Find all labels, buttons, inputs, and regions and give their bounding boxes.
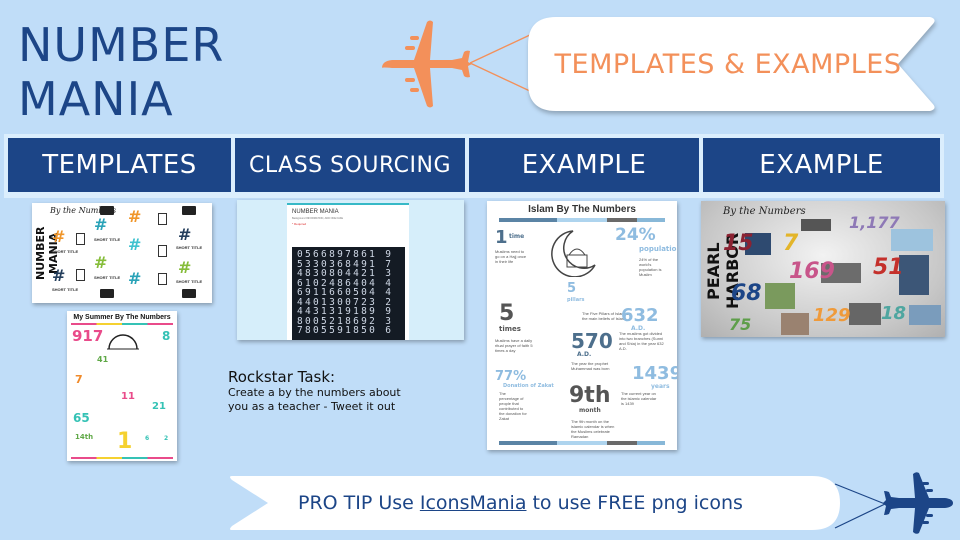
pearl-harbor-thumbnail[interactable]: PEARL HARBOR By the Numbers 15 7 1,177 1…: [701, 201, 945, 337]
templates-examples-banner: TEMPLATES & EXAMPLES: [528, 17, 943, 111]
form-title: NUMBER MANIA: [292, 209, 339, 215]
pearl-script-title: By the Numbers: [723, 206, 806, 217]
tow-line: [834, 483, 886, 529]
islam-by-the-numbers-thumbnail[interactable]: Islam By The Numbers 1 time Muslims need…: [487, 201, 677, 450]
pro-tip-banner: PRO TIP Use IconsMania to use FREE png i…: [228, 474, 840, 532]
islam-title: Islam By The Numbers: [528, 204, 636, 215]
header-class-sourcing: CLASS SOURCING: [235, 138, 466, 192]
form-required: * Required: [292, 222, 307, 226]
column-header-row: TEMPLATES CLASS SOURCING EXAMPLE EXAMPLE: [4, 134, 944, 198]
number-mania-template-thumbnail[interactable]: NUMBER MANIA By the Numbers # # # # # # …: [32, 203, 212, 303]
iconsmania-link[interactable]: IconsMania: [419, 492, 527, 514]
header-example-2: EXAMPLE: [703, 138, 940, 192]
pearl-vertical-title: PEARL HARBOR: [704, 232, 742, 310]
page-title: NUMBER MANIA: [18, 18, 224, 126]
pro-tip-suffix: to use FREE png icons: [532, 492, 743, 514]
header-example-1: EXAMPLE: [469, 138, 700, 192]
my-summer-template-thumbnail[interactable]: My Summer By The Numbers 917 8 41 7 11 6…: [67, 311, 177, 461]
header-templates: TEMPLATES: [8, 138, 232, 192]
summer-title: My Summer By The Numbers: [73, 314, 171, 321]
pro-tip-text: PRO TIP Use IconsMania to use FREE png i…: [298, 474, 743, 532]
form-subtitle: Background INFORMATION, ADD ONE FAKE: [292, 217, 344, 220]
pro-tip-prefix: PRO TIP Use: [298, 492, 414, 514]
rockstar-heading: Rockstar Task:: [228, 368, 336, 386]
rockstar-line-2: you as a teacher - Tweet it out: [228, 400, 396, 413]
class-sourcing-form-thumbnail[interactable]: NUMBER MANIA Background INFORMATION, ADD…: [237, 200, 464, 340]
title-line-1: NUMBER: [18, 18, 225, 72]
tow-line: [470, 33, 533, 93]
template-vertical-title: NUMBER MANIA: [34, 226, 60, 280]
airplane-icon: [382, 20, 472, 108]
rockstar-line-1: Create a by the numbers about: [228, 386, 401, 399]
banner-label: TEMPLATES & EXAMPLES: [554, 48, 902, 80]
template-script-title: By the Numbers: [50, 206, 117, 215]
rockstar-task: Rockstar Task: Create a by the numbers a…: [228, 368, 401, 414]
title-line-2: MANIA: [18, 72, 174, 126]
airplane-icon: [883, 472, 953, 534]
